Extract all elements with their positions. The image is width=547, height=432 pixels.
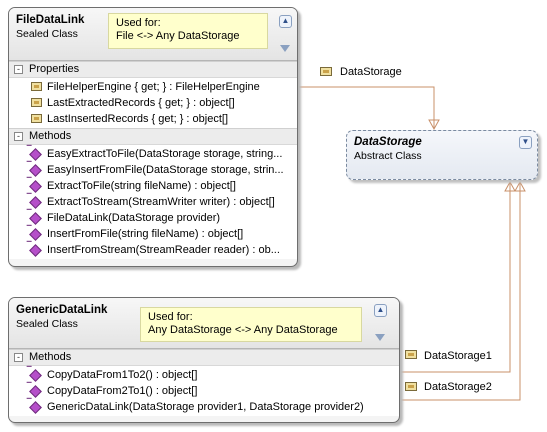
note-line-1: Used for: xyxy=(148,311,193,323)
section-properties[interactable]: - Properties xyxy=(9,61,297,78)
class-note: Used for: Any DataStorage <-> Any DataSt… xyxy=(140,307,362,342)
property-icon xyxy=(31,82,42,91)
section-title: Methods xyxy=(29,130,72,142)
collapse-section-icon[interactable]: - xyxy=(14,353,23,362)
member-label: LastExtractedRecords { get; } : object[] xyxy=(47,97,235,109)
member-label: FileHelperEngine { get; } : FileHelperEn… xyxy=(47,81,260,93)
association-property-icon xyxy=(320,67,332,76)
collapse-section-icon[interactable]: - xyxy=(14,132,23,141)
method-item[interactable]: InsertFromFile(string fileName) : object… xyxy=(9,226,297,242)
section-methods[interactable]: - Methods xyxy=(9,349,399,366)
member-label: EasyInsertFromFile(DataStorage storage, … xyxy=(47,164,284,176)
member-label: FileDataLink(DataStorage provider) xyxy=(47,212,221,224)
member-label: ExtractToStream(StreamWriter writer) : o… xyxy=(47,196,275,208)
method-item[interactable]: EasyExtractToFile(DataStorage storage, s… xyxy=(9,146,297,162)
property-icon xyxy=(31,98,42,107)
member-label: LastInsertedRecords { get; } : object[] xyxy=(47,113,228,125)
method-item[interactable]: FileDataLink(DataStorage provider) xyxy=(9,210,297,226)
association-property-icon xyxy=(405,382,417,391)
expand-icon[interactable]: ▼ xyxy=(519,136,532,149)
method-icon xyxy=(29,212,42,225)
member-label: GenericDataLink(DataStorage provider1, D… xyxy=(47,401,364,413)
arrowhead-file-to-storage xyxy=(428,119,440,131)
class-data-storage[interactable]: DataStorage Abstract Class ▼ xyxy=(346,130,538,180)
class-note: Used for: File <-> Any DataStorage xyxy=(108,13,268,49)
arrowhead-generic-to-storage-2 xyxy=(514,180,526,192)
section-methods[interactable]: - Methods xyxy=(9,128,297,145)
note-line-2: File <-> Any DataStorage xyxy=(116,30,240,42)
connector-generic-to-storage-2 xyxy=(400,182,521,401)
filter-icon[interactable] xyxy=(280,45,290,52)
member-label: InsertFromStream(StreamReader reader) : … xyxy=(47,244,280,256)
method-icon xyxy=(29,180,42,193)
section-title: Properties xyxy=(29,63,80,75)
method-icon xyxy=(29,228,42,241)
association-property-icon xyxy=(405,350,417,359)
class-name: GenericDataLink xyxy=(16,304,108,316)
method-item[interactable]: CopyDataFrom1To2() : object[] xyxy=(9,367,399,383)
property-list: FileHelperEngine { get; } : FileHelperEn… xyxy=(9,78,297,128)
member-label: EasyExtractToFile(DataStorage storage, s… xyxy=(47,148,283,160)
method-list: CopyDataFrom1To2() : object[] CopyDataFr… xyxy=(9,366,399,416)
method-item[interactable]: GenericDataLink(DataStorage provider1, D… xyxy=(9,399,399,415)
method-icon xyxy=(29,401,42,414)
association-label-file-to-storage[interactable]: DataStorage xyxy=(340,66,402,78)
connector-file-to-storage xyxy=(297,86,435,128)
method-item[interactable]: EasyInsertFromFile(DataStorage storage, … xyxy=(9,162,297,178)
method-icon xyxy=(29,385,42,398)
property-icon xyxy=(31,114,42,123)
method-icon xyxy=(29,164,42,177)
collapse-icon[interactable]: ▲ xyxy=(374,304,387,317)
method-icon xyxy=(29,369,42,382)
class-stereotype: Abstract Class xyxy=(354,150,422,162)
class-stereotype: Sealed Class xyxy=(16,318,78,330)
collapse-section-icon[interactable]: - xyxy=(14,65,23,74)
property-item[interactable]: LastExtractedRecords { get; } : object[] xyxy=(9,95,297,111)
method-item[interactable]: ExtractToStream(StreamWriter writer) : o… xyxy=(9,194,297,210)
method-icon xyxy=(29,244,42,257)
method-list: EasyExtractToFile(DataStorage storage, s… xyxy=(9,145,297,259)
member-label: ExtractToFile(string fileName) : object[… xyxy=(47,180,236,192)
filter-icon[interactable] xyxy=(375,334,385,341)
association-label-generic-to-storage-2[interactable]: DataStorage2 xyxy=(424,381,492,393)
class-generic-data-link[interactable]: GenericDataLink Sealed Class Used for: A… xyxy=(8,297,400,423)
member-label: CopyDataFrom2To1() : object[] xyxy=(47,385,198,397)
class-name: DataStorage xyxy=(354,136,422,148)
class-file-data-link[interactable]: FileDataLink Sealed Class Used for: File… xyxy=(8,7,298,267)
property-item[interactable]: FileHelperEngine { get; } : FileHelperEn… xyxy=(9,79,297,95)
collapse-icon[interactable]: ▲ xyxy=(279,15,292,28)
association-label-generic-to-storage-1[interactable]: DataStorage1 xyxy=(424,350,492,362)
method-icon xyxy=(29,196,42,209)
class-header: FileDataLink Sealed Class Used for: File… xyxy=(9,8,297,61)
member-label: InsertFromFile(string fileName) : object… xyxy=(47,228,244,240)
class-header: GenericDataLink Sealed Class Used for: A… xyxy=(9,298,399,349)
method-item[interactable]: ExtractToFile(string fileName) : object[… xyxy=(9,178,297,194)
class-stereotype: Sealed Class xyxy=(16,28,78,40)
note-line-1: Used for: xyxy=(116,17,161,29)
method-item[interactable]: CopyDataFrom2To1() : object[] xyxy=(9,383,399,399)
member-label: CopyDataFrom1To2() : object[] xyxy=(47,369,198,381)
note-line-2: Any DataStorage <-> Any DataStorage xyxy=(148,324,338,336)
method-item[interactable]: InsertFromStream(StreamReader reader) : … xyxy=(9,242,297,258)
method-icon xyxy=(29,148,42,161)
class-name: FileDataLink xyxy=(16,14,85,26)
connector-generic-to-storage-1 xyxy=(400,182,511,373)
arrowhead-generic-to-storage-1 xyxy=(504,180,516,192)
section-title: Methods xyxy=(29,351,72,363)
property-item[interactable]: LastInsertedRecords { get; } : object[] xyxy=(9,111,297,127)
